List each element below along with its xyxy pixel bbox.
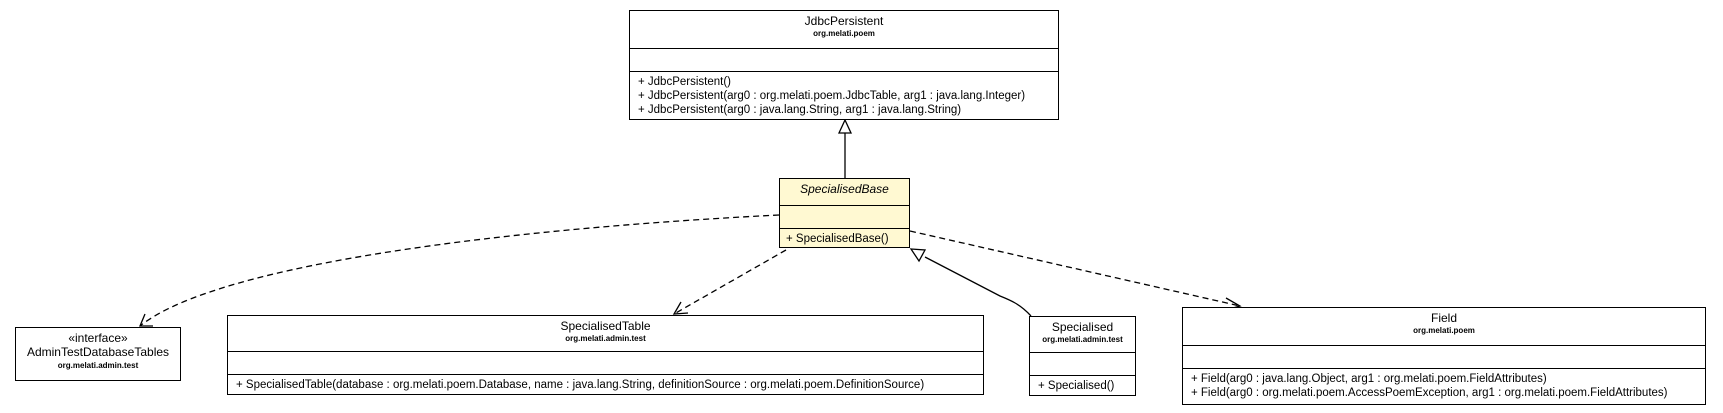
class-header: SpecialisedTable org.melati.admin.test [228, 316, 983, 351]
attributes-compartment [228, 351, 983, 374]
class-field[interactable]: Field org.melati.poem + Field(arg0 : jav… [1182, 307, 1706, 405]
class-specialisedtable[interactable]: SpecialisedTable org.melati.admin.test +… [227, 315, 984, 395]
attributes-compartment [1030, 352, 1135, 375]
package-name: org.melati.admin.test [1042, 335, 1123, 345]
attributes-compartment [1183, 345, 1705, 368]
operation: + SpecialisedBase() [786, 233, 889, 245]
operations-compartment: + SpecialisedBase() [780, 228, 909, 250]
package-name: org.melati.poem [1413, 326, 1475, 336]
dependency-to-field [909, 230, 1242, 311]
class-name: Specialised [1051, 320, 1114, 334]
class-header: SpecialisedBase [780, 179, 909, 205]
dependency-to-specialisedtable [672, 249, 787, 315]
package-name: org.melati.admin.test [57, 360, 139, 370]
class-specialised[interactable]: Specialised org.melati.admin.test + Spec… [1029, 316, 1136, 396]
operation: + Field(arg0 : java.lang.Object, arg1 : … [1191, 373, 1547, 385]
class-name: SpecialisedBase [800, 182, 889, 196]
attributes-compartment [780, 205, 909, 228]
stereotype-label: «interface» [68, 331, 128, 345]
attributes-compartment [630, 48, 1058, 71]
class-header: JdbcPersistent org.melati.poem [630, 11, 1058, 48]
operations-compartment: + SpecialisedTable(database : org.melati… [228, 374, 983, 396]
operation: + Specialised() [1038, 380, 1115, 392]
class-name: SpecialisedTable [560, 319, 651, 333]
operation: + SpecialisedTable(database : org.melati… [236, 379, 925, 391]
operation: + Field(arg0 : org.melati.poem.AccessPoe… [1191, 387, 1668, 399]
operation: + JdbcPersistent(arg0 : java.lang.String… [638, 104, 962, 116]
generalization-specialised-to-specialisedbase [909, 248, 1032, 317]
dependency-to-admintestdatabasetables [139, 214, 780, 327]
class-specialisedbase[interactable]: SpecialisedBase + SpecialisedBase() [779, 178, 910, 248]
operations-compartment: + JdbcPersistent() + JdbcPersistent(arg0… [630, 71, 1058, 121]
operations-compartment: + Specialised() [1030, 375, 1135, 397]
class-name: AdminTestDatabaseTables [26, 345, 170, 360]
class-header: «interface» AdminTestDatabaseTables org.… [16, 328, 180, 370]
class-header: Specialised org.melati.admin.test [1030, 317, 1135, 352]
class-name: Field [1430, 311, 1457, 325]
operation: + JdbcPersistent(arg0 : org.melati.poem.… [638, 90, 1026, 102]
class-header: Field org.melati.poem [1183, 308, 1705, 345]
operations-compartment: + Field(arg0 : java.lang.Object, arg1 : … [1183, 368, 1705, 404]
interface-admintestdatabasetables[interactable]: «interface» AdminTestDatabaseTables org.… [15, 327, 181, 381]
class-jdbcpersistent[interactable]: JdbcPersistent org.melati.poem + JdbcPer… [629, 10, 1059, 120]
class-name: JdbcPersistent [804, 14, 884, 28]
package-name: org.melati.poem [813, 29, 875, 39]
generalization-specialisedbase-to-jdbcpersistent [837, 118, 853, 178]
package-name: org.melati.admin.test [565, 334, 646, 344]
operation: + JdbcPersistent() [638, 76, 731, 88]
